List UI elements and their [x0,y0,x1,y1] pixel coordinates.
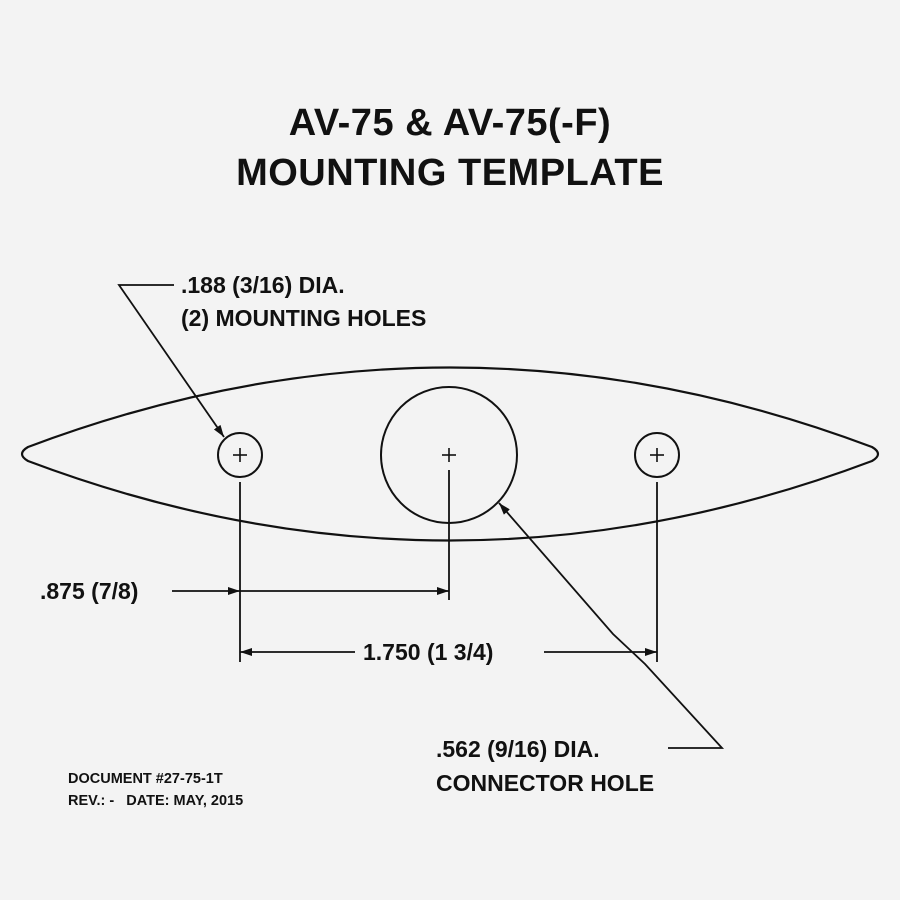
document-revision-date: REV.: - DATE: MAY, 2015 [68,793,244,809]
document-number: DOCUMENT #27-75-1T [68,771,223,787]
connector-hole-leader [498,502,725,749]
title-line-2: MOUNTING TEMPLATE [236,152,664,194]
full-spacing-dimension: 1.750 (1 3/4) [363,639,494,665]
right-mounting-hole [634,432,680,478]
half-spacing-dimension: .875 (7/8) [40,578,139,604]
connector-hole-diameter-label: .562 (9/16) DIA. [436,736,600,762]
mounting-hole-diameter-label: .188 (3/16) DIA. [181,272,345,298]
template-outline [20,366,880,542]
mounting-hole-count-label: (2) MOUNTING HOLES [181,305,427,331]
connector-hole-label: CONNECTOR HOLE [436,770,655,796]
left-mounting-hole [217,432,263,478]
mounting-hole-leader [117,284,225,438]
title-line-1: AV-75 & AV-75(-F) [288,102,612,144]
